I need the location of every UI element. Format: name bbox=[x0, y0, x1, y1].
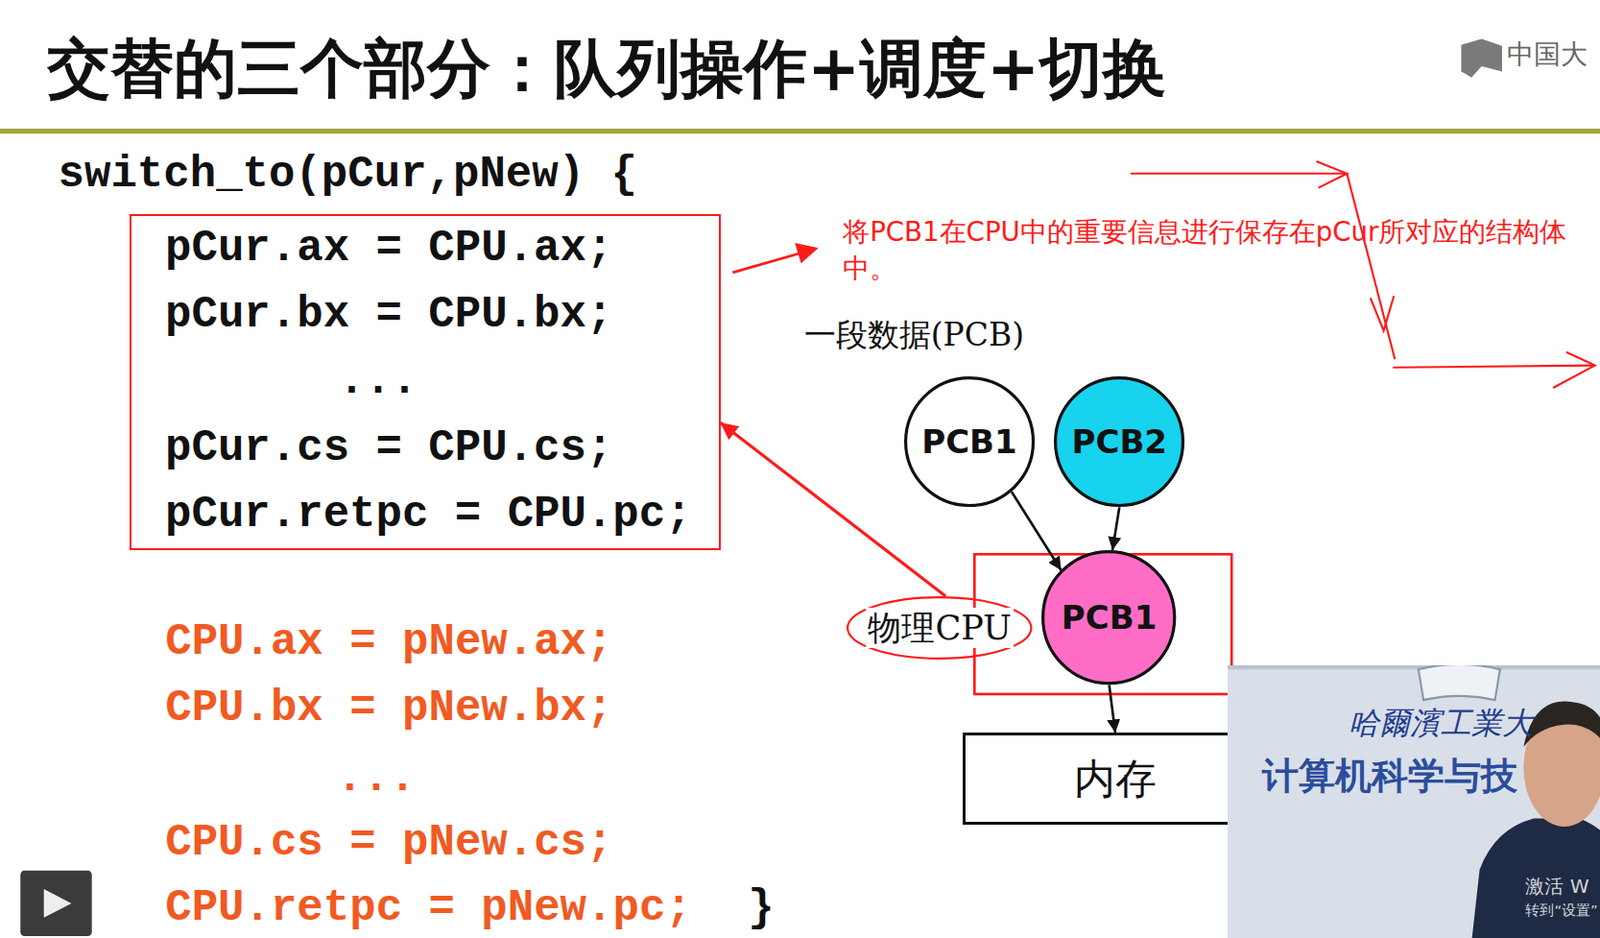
connector-arrow bbox=[1109, 684, 1116, 733]
node-label: 物理CPU bbox=[865, 607, 1014, 648]
pcb-circle-shape bbox=[906, 378, 1034, 506]
code-line: pCur.cs = CPU.cs; bbox=[165, 415, 613, 482]
code-line: ... bbox=[336, 752, 416, 806]
node-label: 内存 bbox=[1074, 754, 1157, 804]
connector-arrow bbox=[1112, 506, 1120, 550]
hand-arrow bbox=[1130, 172, 1345, 175]
title-rule bbox=[0, 128, 1600, 134]
person-hair bbox=[1523, 701, 1600, 747]
pcb-circle-shape bbox=[1055, 378, 1184, 506]
code-line: ... bbox=[338, 348, 418, 415]
node-label: PCB1 bbox=[1061, 597, 1158, 638]
department-name: 计算机科学与技 bbox=[1262, 753, 1518, 798]
code-line: } bbox=[747, 882, 774, 935]
annotation-note: 将PCB1在CPU中的重要信息进行保存在pCur所对应的结构体中。 bbox=[842, 214, 1573, 287]
code-line: CPU.ax = pNew.ax; bbox=[165, 616, 613, 669]
code-line: CPU.cs = pNew.cs; bbox=[165, 816, 613, 870]
code-line: CPU.bx = pNew.bx; bbox=[165, 682, 613, 736]
running-pcb-circle-shape bbox=[1043, 551, 1175, 684]
code-line: pCur.bx = CPU.bx; bbox=[165, 282, 613, 349]
running-pcb-circle: PCB1 bbox=[1041, 549, 1176, 685]
slide-title: 交替的三个部分：队列操作+调度+切换 bbox=[47, 30, 1167, 107]
play-icon bbox=[44, 888, 72, 918]
hand-arrow-head bbox=[1370, 295, 1394, 331]
logo-text: 中国大 bbox=[1506, 38, 1588, 71]
cpu-label-ellipse: 物理CPU bbox=[846, 596, 1032, 660]
connector-arrow bbox=[1011, 491, 1062, 571]
node-label: PCB2 bbox=[1072, 422, 1169, 462]
video-background bbox=[1227, 665, 1600, 938]
hand-arrow bbox=[1392, 365, 1594, 368]
cpu-label-ellipse-shape bbox=[847, 597, 1031, 659]
pcb-circle: PCB2 bbox=[1053, 376, 1185, 507]
code-line: pCur.ax = CPU.ax; bbox=[165, 215, 613, 283]
logo-icon bbox=[1460, 38, 1503, 77]
play-button bbox=[20, 870, 92, 936]
school-emblem bbox=[1418, 665, 1501, 700]
callout-arrow-head bbox=[794, 242, 818, 263]
code-box: pCur.ax = CPU.ax;pCur.bx = CPU.bx;...pCu… bbox=[129, 214, 721, 550]
pcb-circle: PCB1 bbox=[904, 376, 1035, 507]
watermark: 激活 W bbox=[1525, 874, 1589, 898]
watermark: 转到“设置” bbox=[1525, 902, 1598, 920]
code-line: CPU.retpc = pNew.pc; bbox=[165, 882, 693, 935]
video-overlay: 哈爾濱工業大计算机科学与技激活 W 转到“设置” bbox=[1227, 665, 1600, 938]
hand-arrow bbox=[1346, 173, 1395, 359]
code-line: switch_to(pCur,pNew) { bbox=[58, 148, 638, 202]
node-label: PCB1 bbox=[921, 422, 1018, 462]
memory-box: 内存 bbox=[962, 732, 1269, 825]
hand-arrow-head bbox=[1315, 161, 1347, 189]
school-name: 哈爾濱工業大 bbox=[1348, 704, 1533, 741]
diagram-caption: 一段数据(PCB) bbox=[804, 315, 1025, 355]
hand-arrow-head bbox=[1552, 352, 1596, 388]
video-edge bbox=[1227, 665, 1600, 669]
code-line: pCur.retpc = CPU.pc; bbox=[165, 481, 693, 549]
person-body bbox=[1469, 818, 1600, 938]
